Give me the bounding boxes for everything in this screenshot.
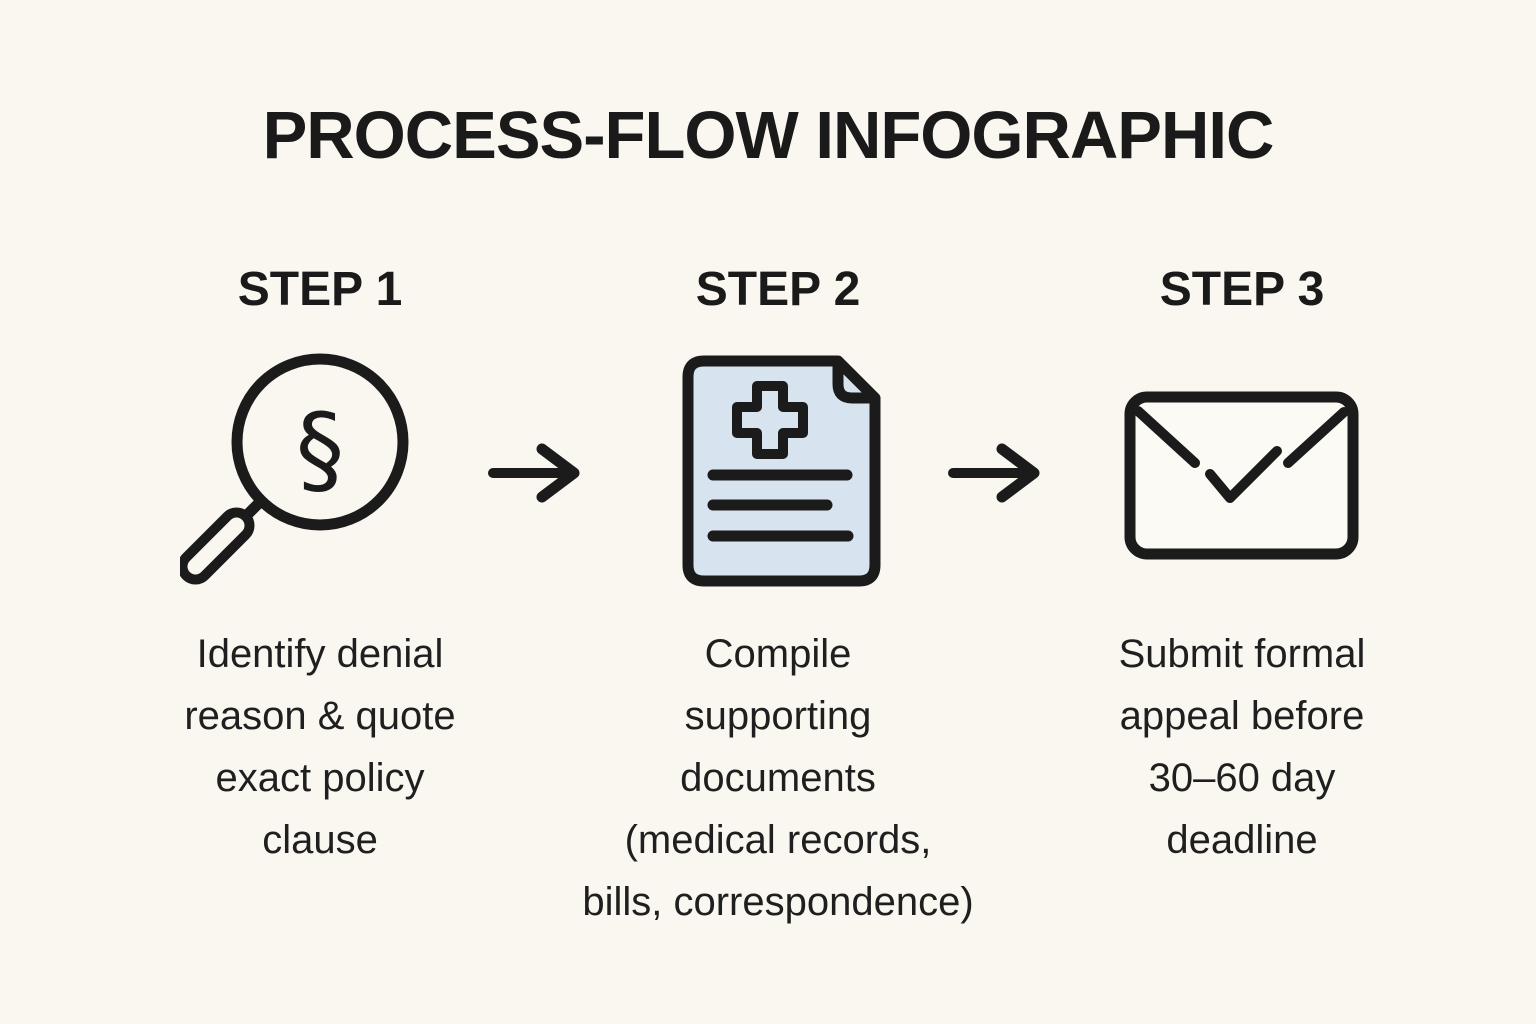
step-1-label: STEP 1 [237, 263, 403, 316]
arrow-right-icon [948, 443, 1040, 503]
step-2-label: STEP 2 [695, 263, 861, 316]
magnifying-glass-section-sign-icon: § [180, 353, 409, 585]
checkmark-shape [1205, 446, 1282, 503]
section-sign-glyph: § [296, 393, 345, 506]
medical-document-icon [682, 355, 881, 587]
medical-cross-shape [732, 381, 808, 459]
step-3-label: STEP 3 [1159, 263, 1325, 316]
arrow-right-icon [488, 443, 580, 503]
envelope-checkmark-icon [1124, 391, 1359, 560]
page-title: PROCESS-FLOW INFOGRAPHIC [262, 98, 1275, 173]
